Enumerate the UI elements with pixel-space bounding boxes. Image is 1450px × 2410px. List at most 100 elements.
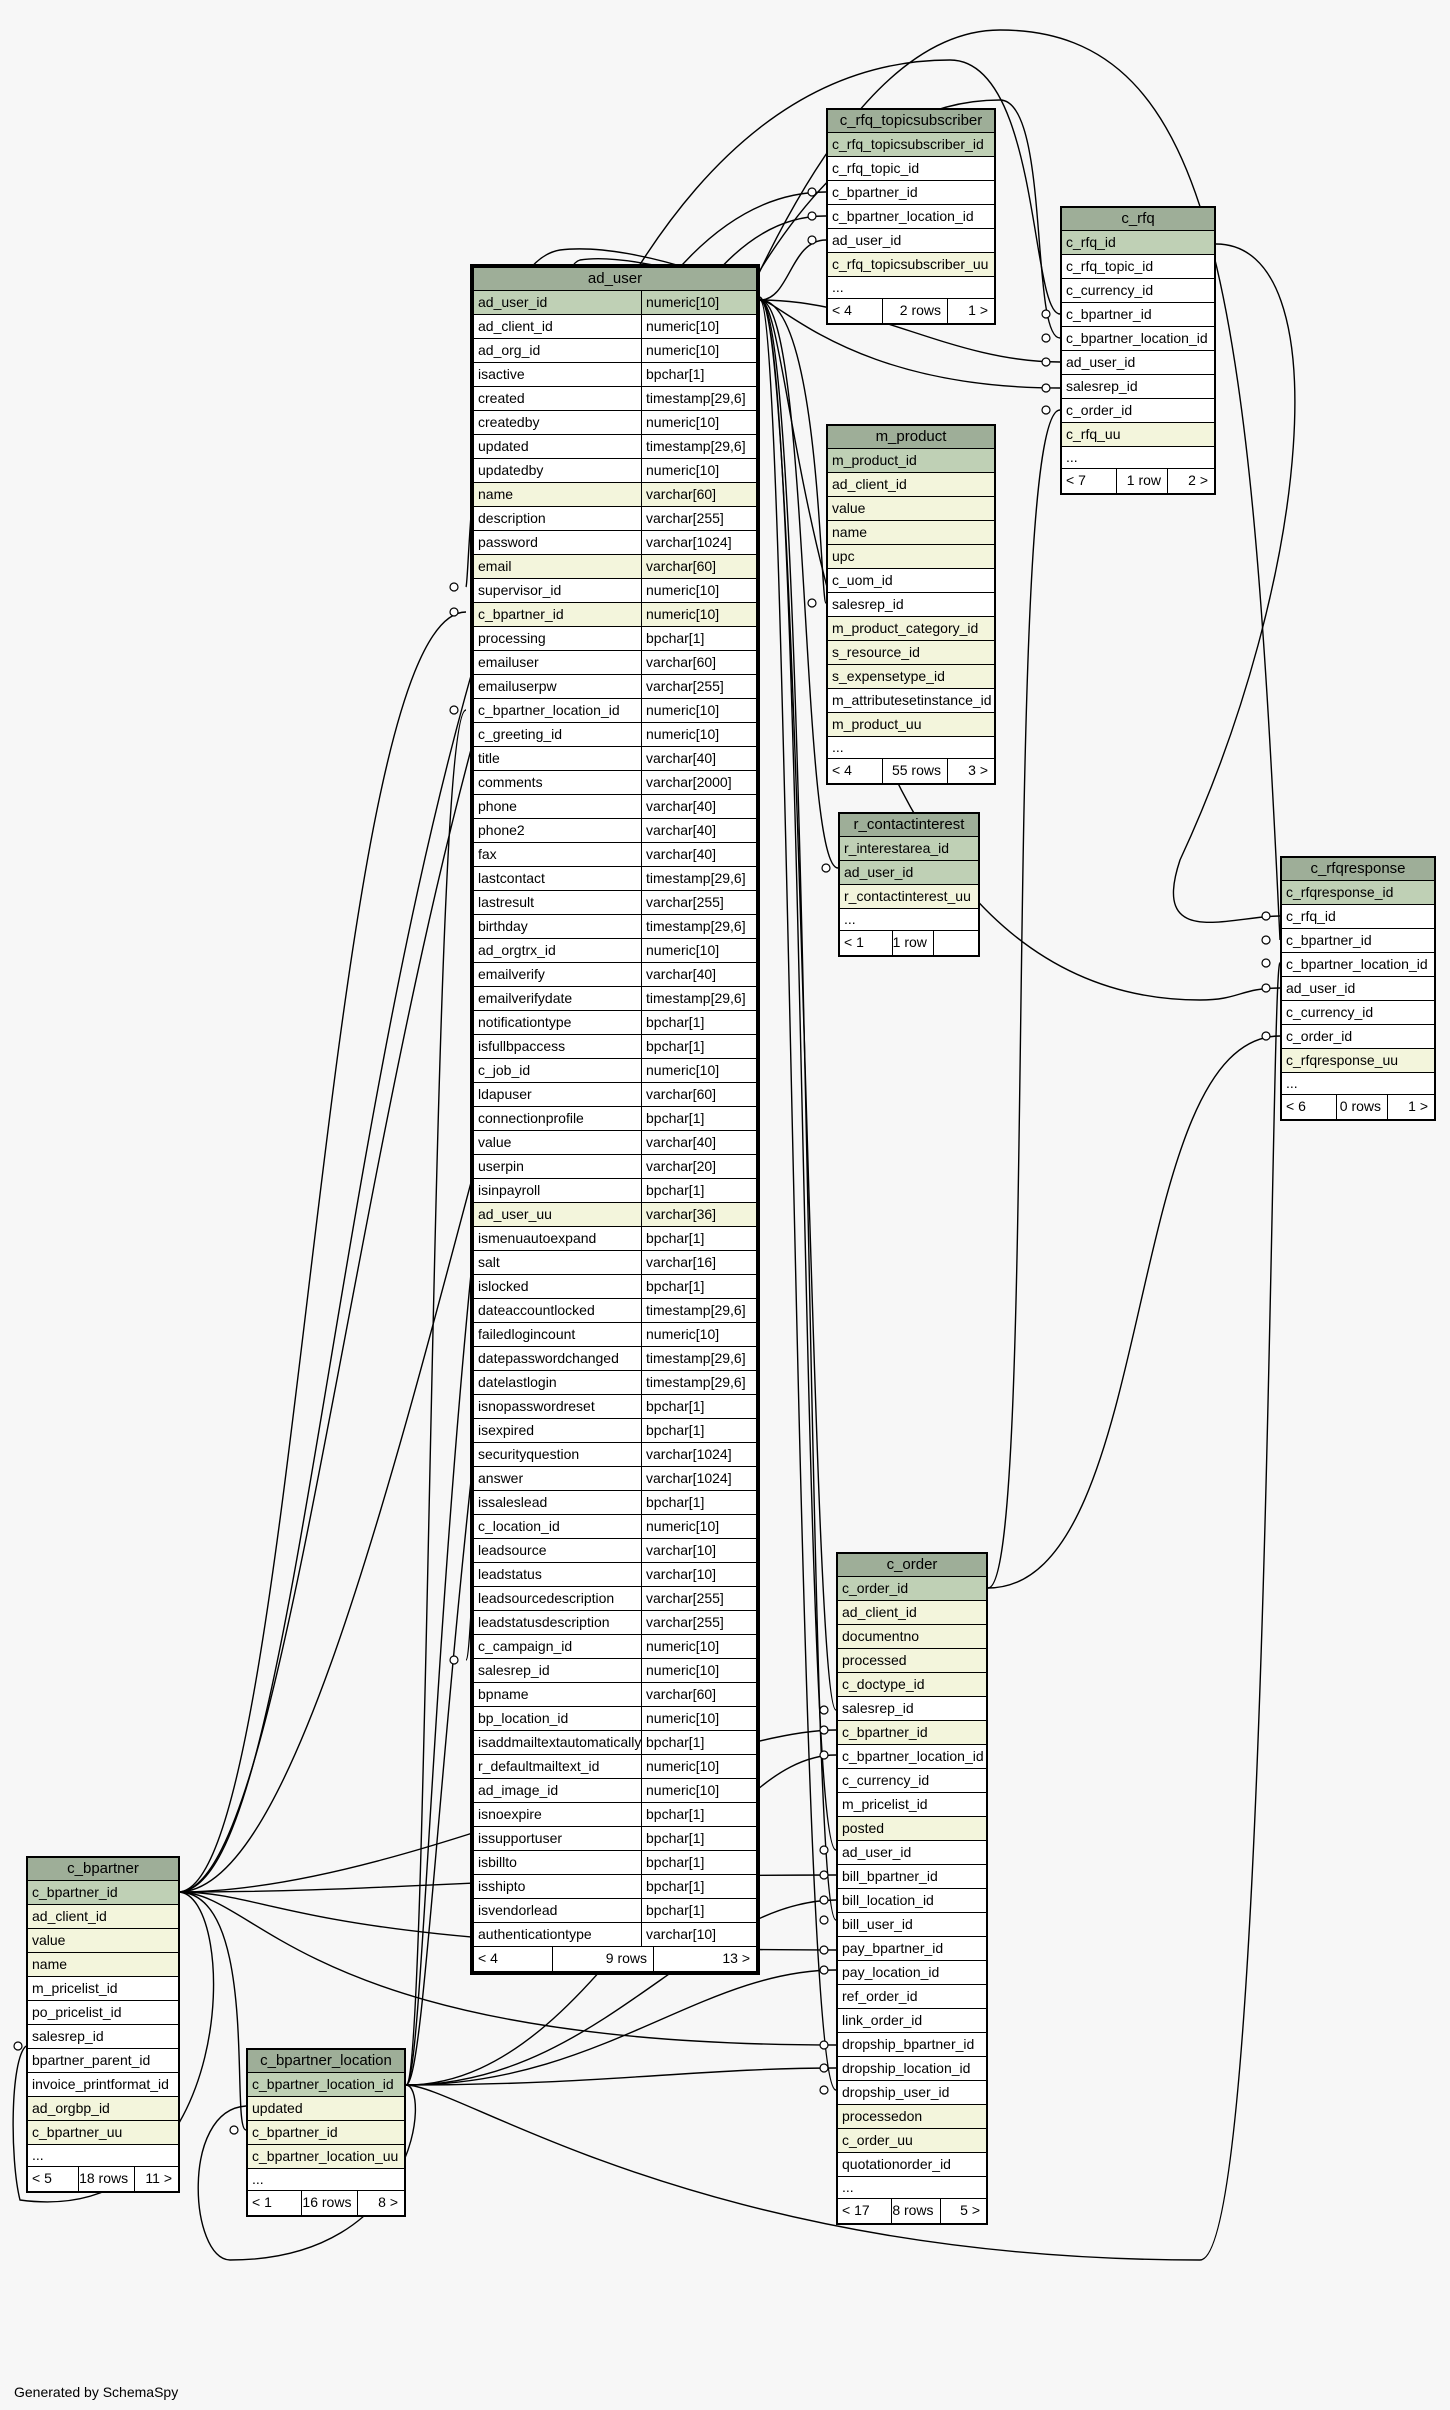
table-header[interactable]: c_rfq <box>1062 208 1214 231</box>
table-column-row[interactable]: bpartner_parent_id <box>28 2049 178 2073</box>
table-column-row[interactable]: value <box>828 497 994 521</box>
table-column-row[interactable]: ad_user_id <box>840 861 978 885</box>
table-header[interactable]: m_product <box>828 426 994 449</box>
table-column-row[interactable]: upc <box>828 545 994 569</box>
table-column-row[interactable]: documentno <box>838 1625 986 1649</box>
table-column-row[interactable]: ad_user_id <box>1062 351 1214 375</box>
child-count[interactable]: 1 > <box>968 302 988 318</box>
parent-count[interactable]: < 4 <box>828 299 883 323</box>
table-column-row[interactable]: salesrep_id <box>828 593 994 617</box>
table-column-row[interactable]: ad_user_id <box>1282 977 1434 1001</box>
table-column-row[interactable]: dropship_location_id <box>838 2057 986 2081</box>
table-column-row[interactable]: m_product_uu <box>828 713 994 737</box>
table-column-row[interactable]: pay_location_id <box>838 1961 986 1985</box>
table-column-row[interactable]: c_currency_id <box>1282 1001 1434 1025</box>
table-column-row[interactable]: c_bpartner_location_id <box>248 2073 404 2097</box>
table-column-row[interactable]: r_interestarea_id <box>840 837 978 861</box>
table-column-row[interactable]: ad_user_id <box>838 1841 986 1865</box>
parent-count[interactable]: < 6 <box>1282 1095 1337 1119</box>
table-header[interactable]: c_rfqresponse <box>1282 858 1434 881</box>
child-count[interactable]: 1 > <box>1408 1098 1428 1114</box>
table-column-row[interactable]: c_doctype_id <box>838 1673 986 1697</box>
table-column-row[interactable]: ad_client_id <box>828 473 994 497</box>
table-column-row[interactable]: c_uom_id <box>828 569 994 593</box>
table-column-row[interactable]: c_order_id <box>1282 1025 1434 1049</box>
parent-count[interactable]: < 1 <box>840 931 893 955</box>
child-count[interactable]: 8 > <box>378 2194 398 2210</box>
table-column-row[interactable]: bill_user_id <box>838 1913 986 1937</box>
table-column-row[interactable]: m_product_category_id <box>828 617 994 641</box>
table-header[interactable]: c_rfq_topicsubscriber <box>828 110 994 133</box>
table-column-row[interactable]: c_rfq_uu <box>1062 423 1214 447</box>
table-column-row[interactable]: r_contactinterest_uu <box>840 885 978 909</box>
table-column-row[interactable]: processed <box>838 1649 986 1673</box>
table-column-row[interactable]: c_order_uu <box>838 2129 986 2153</box>
table-header[interactable]: r_contactinterest <box>840 814 978 837</box>
table-column-row[interactable]: m_attributesetinstance_id <box>828 689 994 713</box>
table-column-row[interactable]: c_bpartner_location_id <box>1282 953 1434 977</box>
parent-count[interactable]: < 4 <box>828 759 883 783</box>
child-count[interactable]: 2 > <box>1188 472 1208 488</box>
table-column-row[interactable]: quotationorder_id <box>838 2153 986 2177</box>
table-column-row[interactable]: bill_bpartner_id <box>838 1865 986 1889</box>
table-column-row[interactable]: s_expensetype_id <box>828 665 994 689</box>
table-column-row[interactable]: c_bpartner_location_id <box>1062 327 1214 351</box>
table-column-row[interactable]: processedon <box>838 2105 986 2129</box>
table-column-row[interactable]: ad_orgbp_id <box>28 2097 178 2121</box>
table-column-row[interactable]: c_order_id <box>1062 399 1214 423</box>
table-column-row[interactable]: c_order_id <box>838 1577 986 1601</box>
table-column-row[interactable]: c_rfq_topicsubscriber_id <box>828 133 994 157</box>
table-column-row[interactable]: s_resource_id <box>828 641 994 665</box>
table-column-row[interactable]: bill_location_id <box>838 1889 986 1913</box>
child-count[interactable] <box>934 931 978 955</box>
table-column-row[interactable]: m_pricelist_id <box>838 1793 986 1817</box>
table-column-row[interactable]: c_bpartner_uu <box>28 2121 178 2145</box>
table-column-row[interactable]: c_bpartner_id <box>248 2121 404 2145</box>
table-header[interactable]: c_bpartner_location <box>248 2050 404 2073</box>
table-column-row[interactable]: name <box>828 521 994 545</box>
table-column-row[interactable]: pay_bpartner_id <box>838 1937 986 1961</box>
